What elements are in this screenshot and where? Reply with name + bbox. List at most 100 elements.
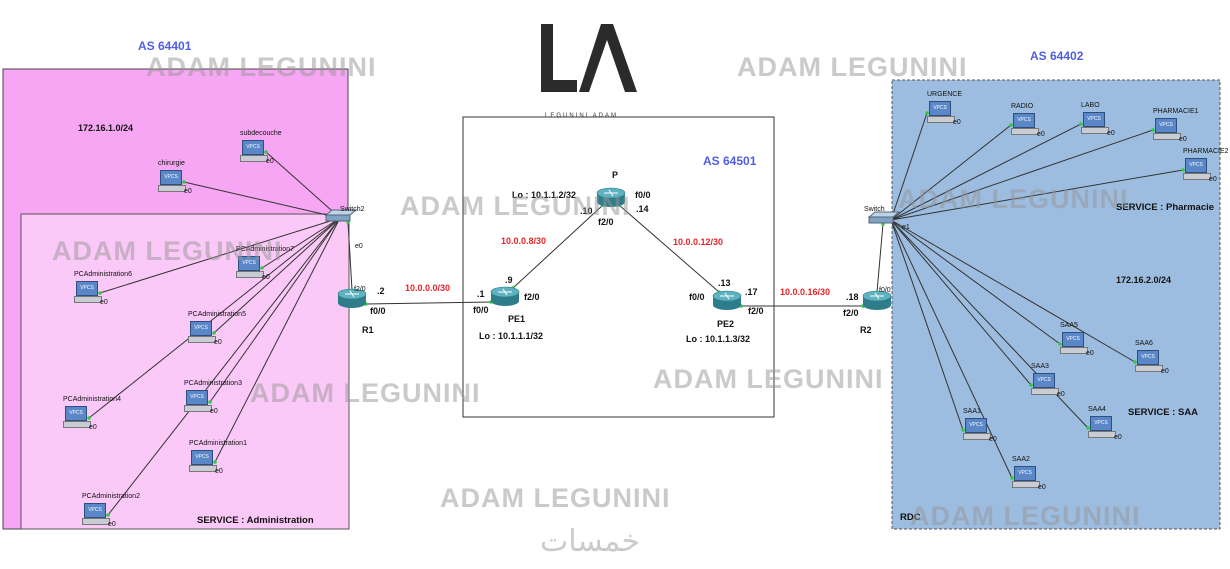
pc-base <box>1081 127 1109 134</box>
link-left-host-4-port-1 <box>212 331 216 335</box>
link-left-host-8-port-1 <box>106 513 110 517</box>
pc-icon: VPCS <box>186 390 208 405</box>
pc-left-4[interactable]: VPCS <box>188 321 216 343</box>
pc-right-2-port: e0 <box>1107 130 1115 137</box>
pc-base <box>82 518 110 525</box>
logo-caption: LEGUNINI ADAM <box>545 113 619 119</box>
pc-right-0[interactable]: VPCS <box>927 101 955 123</box>
pc-right-2-name: LABO <box>1081 102 1100 109</box>
link-right-host-7 <box>890 219 1032 386</box>
pc-left-6-name: PCAdministration3 <box>184 380 242 387</box>
pc-base <box>1153 133 1181 140</box>
pc-base <box>1012 481 1040 488</box>
pc-left-3[interactable]: VPCS <box>236 256 264 278</box>
link-swr-r2 <box>876 223 884 293</box>
pc-right-9[interactable]: VPCS <box>963 418 991 440</box>
p-if-f00: f0/0 <box>635 190 651 200</box>
watermark-6: ADAM LEGUNINI <box>653 364 884 394</box>
router-r1-name: R1 <box>362 325 374 335</box>
as-label-right: AS 64402 <box>1030 49 1084 63</box>
watermark-1: ADAM LEGUNINI <box>146 52 377 82</box>
router-pe1[interactable] <box>490 286 520 306</box>
pc-right-10[interactable]: VPCS <box>1012 466 1040 488</box>
pc-left-5[interactable]: VPCS <box>63 406 91 428</box>
pc-base <box>1011 128 1039 135</box>
pc-icon: VPCS <box>76 281 98 296</box>
router-p[interactable] <box>596 187 626 207</box>
pc-right-1[interactable]: VPCS <box>1011 113 1039 135</box>
pc-right-9-port: e0 <box>989 436 997 443</box>
switch-right[interactable] <box>867 211 901 224</box>
pc-left-1-name: chirurgie <box>158 160 185 167</box>
link-left-host-1 <box>183 181 341 219</box>
sw-right-if-e1: e1 <box>902 224 910 231</box>
pe1-ip-9: .9 <box>505 275 513 285</box>
router-r2[interactable] <box>862 290 892 310</box>
pc-base <box>74 296 102 303</box>
pc-base <box>240 155 268 162</box>
pc-left-2-port: e0 <box>100 299 108 306</box>
pc-right-3[interactable]: VPCS <box>1153 118 1181 140</box>
pe2-ip-17: .17 <box>745 287 758 297</box>
subnet-p-pe2: 10.0.0.12/30 <box>673 237 724 247</box>
pc-icon: VPCS <box>1014 466 1036 481</box>
pc-right-7[interactable]: VPCS <box>1031 373 1059 395</box>
pc-icon: VPCS <box>160 170 182 185</box>
pc-left-6[interactable]: VPCS <box>184 390 212 412</box>
link-right-host-7-port-1 <box>1029 383 1033 387</box>
watermark-7: ADAM LEGUNINI <box>250 378 481 408</box>
pe2-if-f20: f2/0 <box>748 306 764 316</box>
link-left-host-2-port-1 <box>98 291 102 295</box>
pc-right-10-port: e0 <box>1038 484 1046 491</box>
pc-right-6[interactable]: VPCS <box>1135 350 1163 372</box>
pc-left-7[interactable]: VPCS <box>189 450 217 472</box>
pc-icon: VPCS <box>191 450 213 465</box>
as-label-core: AS 64501 <box>703 154 757 168</box>
as64501-core-zone <box>462 116 775 418</box>
pc-left-8-port: e0 <box>108 521 116 528</box>
pc-right-5[interactable]: VPCS <box>1060 332 1088 354</box>
pe1-if-f20: f2/0 <box>524 292 540 302</box>
pc-left-0[interactable]: VPCS <box>240 140 268 162</box>
r1-if-f00: f0/0 <box>370 306 386 316</box>
link-right-host-5 <box>890 219 1061 345</box>
link-right-host-1-port-1 <box>1009 123 1013 127</box>
pc-right-4[interactable]: VPCS <box>1183 158 1211 180</box>
pc-icon: VPCS <box>65 406 87 421</box>
link-right-host-9 <box>890 219 964 431</box>
link-left-host-2 <box>99 217 341 294</box>
r1-if-f20: f2/0 <box>354 286 366 293</box>
pc-icon: VPCS <box>965 418 987 433</box>
link-right-host-4 <box>890 169 1184 221</box>
link-right-host-1 <box>890 124 1012 221</box>
pc-right-9-name: SAA1 <box>963 408 981 415</box>
pc-icon: VPCS <box>84 503 106 518</box>
pc-right-7-name: SAA3 <box>1031 363 1049 370</box>
switch-left[interactable] <box>324 209 358 222</box>
pc-left-8[interactable]: VPCS <box>82 503 110 525</box>
link-left-host-7-port-1 <box>213 460 217 464</box>
pe2-if-f00: f0/0 <box>689 292 705 302</box>
pc-left-1[interactable]: VPCS <box>158 170 186 192</box>
p-if-f20: f2/0 <box>598 217 614 227</box>
pc-base <box>184 405 212 412</box>
pc-base <box>1183 173 1211 180</box>
link-left-host-0 <box>265 151 341 219</box>
router-pe2[interactable] <box>712 290 742 310</box>
router-r1[interactable] <box>337 288 367 308</box>
pe1-if-f00: f0/0 <box>473 305 489 315</box>
pc-left-7-port: e0 <box>215 468 223 475</box>
pc-base <box>963 433 991 440</box>
logo-la-icon <box>541 24 637 92</box>
as-label-left: AS 64401 <box>138 39 192 53</box>
pc-left-5-port: e0 <box>89 424 97 431</box>
pc-icon: VPCS <box>1090 416 1112 431</box>
link-left-host-0-port-1 <box>264 150 268 154</box>
pc-base <box>236 271 264 278</box>
r1-ip: .2 <box>377 286 385 296</box>
pc-right-8[interactable]: VPCS <box>1088 416 1116 438</box>
pc-right-2[interactable]: VPCS <box>1081 112 1109 134</box>
pc-left-2[interactable]: VPCS <box>74 281 102 303</box>
pc-icon: VPCS <box>238 256 260 271</box>
